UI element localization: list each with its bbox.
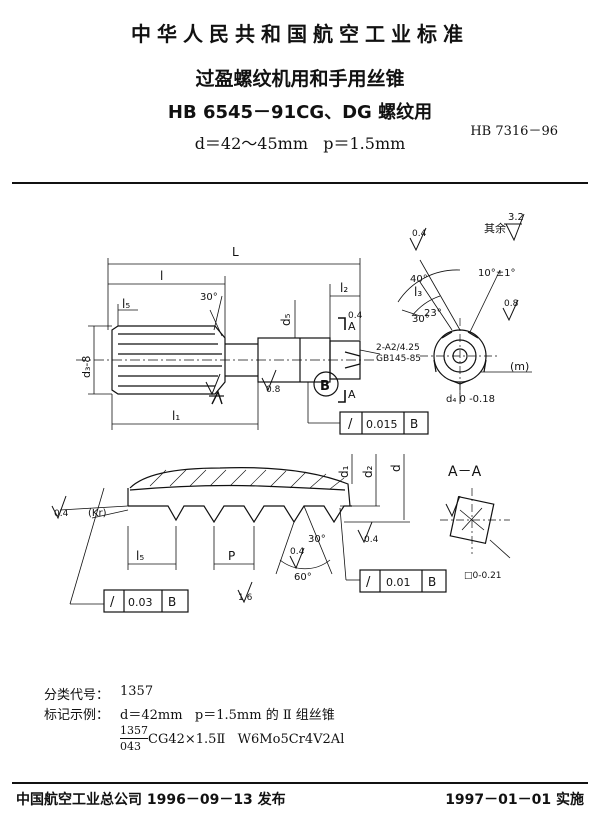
dim-d1: d₁ <box>337 465 351 478</box>
dim-d3: d₃-8 <box>80 356 93 378</box>
standard-number: HB 7316－96 <box>470 124 558 139</box>
roughness-square-04: 0.4 <box>348 311 363 321</box>
dim-l: l <box>160 269 163 283</box>
angle-30-end: 30° <box>412 314 430 325</box>
center-hole-note: 2-A2/4.25 <box>376 343 420 353</box>
angle-30-profile: 30° <box>308 534 326 545</box>
tol1-datum: B <box>410 417 418 431</box>
dim-p: P <box>228 549 235 563</box>
angle-10: 10°±1° <box>478 268 515 279</box>
class-label: 分类代号： <box>44 688 110 703</box>
dim-l5-top: l₅ <box>122 297 130 311</box>
dim-d: d <box>389 464 403 472</box>
tol3-value: 0.01 <box>386 576 411 589</box>
tap-thread-section <box>111 325 226 395</box>
dim-d5: d₅ <box>279 313 293 326</box>
tol2-value: 0.03 <box>128 596 153 609</box>
section-a-a-square <box>449 495 495 545</box>
effective-date: 1997－01－01 实施 <box>445 792 584 808</box>
roughness-prefix: 其余 <box>484 221 506 235</box>
tol2-datum: B <box>168 595 176 609</box>
angle-23: 23° <box>424 308 442 319</box>
example-label: 标记示例： <box>44 708 110 723</box>
document-spec-line: d＝42～45mm p＝1.5mm <box>194 134 406 153</box>
section-mark-a-bottom: A <box>348 388 356 401</box>
angle-40: 40° <box>410 274 428 285</box>
roughness-16: 1.6 <box>238 593 253 603</box>
angle-60: 60° <box>294 572 312 583</box>
roughness-main: 3.2 <box>508 212 524 223</box>
document-subtitle: HB 6545－91CG、DG 螺纹用 <box>167 102 433 123</box>
document-title: 过盈螺纹机用和手用丝锥 <box>195 68 405 90</box>
class-value: 1357 <box>120 684 154 699</box>
dim-l1: l₁ <box>172 409 180 423</box>
section-mark-a-top: A <box>348 320 356 333</box>
dim-L: L <box>232 245 239 259</box>
thread-teeth <box>128 505 352 524</box>
publisher-line: 中国航空工业总公司 1996－09－13 发布 <box>16 792 286 808</box>
roughness-kr-04: 0.4 <box>54 509 69 519</box>
tol1-symbol: / <box>348 417 353 432</box>
angle-30-top: 30° <box>200 292 218 303</box>
example-code: CG42×1.5Ⅱ W6Mo5Cr4V2Al <box>148 732 345 747</box>
standard-body-title: 中华人民共和国航空工业标准 <box>131 22 469 46</box>
dim-l5-bottom: l₅ <box>136 549 144 563</box>
footer-rule <box>12 782 588 784</box>
dim-d2: d₂ <box>361 465 375 478</box>
dim-l2: l₂ <box>340 281 348 295</box>
roughness-flank-04: 0.4 <box>290 547 305 557</box>
roughness-end-04: 0.4 <box>412 229 427 239</box>
thread-profile-top <box>129 467 351 507</box>
dim-m: (m) <box>510 360 529 373</box>
header-rule <box>12 182 588 184</box>
section-title: A－A <box>448 464 482 480</box>
section-ref-b: B <box>320 379 330 394</box>
roughness-profile-04: 0.4 <box>364 535 379 545</box>
tol3-datum: B <box>428 575 436 589</box>
tol2-symbol: / <box>110 595 115 610</box>
square-tolerance: □0-0.21 <box>464 571 502 581</box>
example-text: d＝42mm p＝1.5mm 的 Ⅱ 组丝锥 <box>120 708 335 723</box>
roughness-shank-08: 0.8 <box>266 385 281 395</box>
fraction-numerator: 1357 <box>120 724 148 739</box>
tol1-value: 0.015 <box>366 418 398 431</box>
tol3-symbol: / <box>366 575 371 590</box>
dim-l3: l₃ <box>414 285 422 299</box>
dim-d4: d₄ 0 -0.18 <box>446 394 495 405</box>
dim-kr: (Kr) <box>88 508 107 519</box>
fraction-denominator: 043 <box>120 740 141 753</box>
center-hole-standard: GB145-85 <box>376 354 421 364</box>
roughness-end-08: 0.8 <box>504 299 519 309</box>
